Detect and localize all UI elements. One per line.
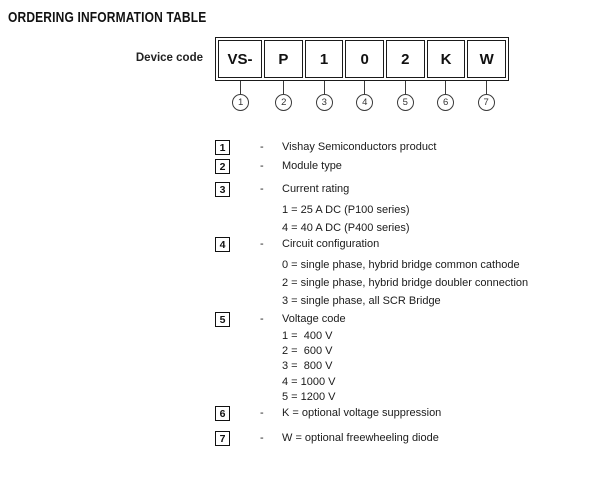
- position-circle-7: 7: [477, 94, 495, 111]
- position-circle-2: 2: [275, 94, 293, 111]
- legend-subline: 4 = 40 A DC (P400 series): [282, 222, 410, 234]
- device-code-cell-4: 0: [345, 40, 385, 78]
- position-marker-3: 3: [305, 81, 343, 111]
- connector-line: [364, 81, 366, 94]
- legend-sublines: 1 = 400 V 2 = 600 V 3 = 800 V 4 = 1000 V 5 =…: [282, 329, 336, 405]
- page-title: ORDERING INFORMATION TABLE: [8, 9, 207, 26]
- device-code-cell-7: W: [467, 40, 507, 78]
- device-code-cell-1: VS-: [218, 40, 262, 78]
- legend-num-box-1: 1: [215, 140, 230, 155]
- legend-subline: 0 = single phase, hybrid bridge common c…: [282, 259, 520, 271]
- position-circle-6: 6: [437, 94, 455, 111]
- connector-line: [404, 81, 406, 94]
- legend-text: Module type: [282, 160, 342, 172]
- legend-dash: -: [260, 183, 264, 195]
- connector-line: [445, 81, 447, 94]
- position-marker-1: 1: [219, 81, 263, 111]
- connector-line: [239, 81, 242, 94]
- legend-num-box-4: 4: [215, 237, 230, 252]
- position-marker-6: 6: [426, 81, 464, 111]
- legend-dash: -: [260, 407, 264, 419]
- position-marker-4: 4: [346, 81, 384, 111]
- legend-num-box-7: 7: [215, 431, 230, 446]
- legend-subline: 2 = 600 V: [282, 345, 333, 358]
- legend-num-box-5: 5: [215, 312, 230, 327]
- legend-num-box-2: 2: [215, 159, 230, 174]
- legend-dash: -: [260, 432, 264, 444]
- legend-num-box-6: 6: [215, 406, 230, 421]
- legend-dash: -: [260, 141, 264, 153]
- position-marker-2: 2: [265, 81, 303, 111]
- legend-text: Current rating: [282, 183, 350, 195]
- connector-line: [283, 81, 285, 94]
- legend-sublines: 0 = single phase, hybrid bridge common c…: [282, 256, 528, 310]
- device-code-cell-3: 1: [304, 40, 344, 78]
- legend-dash: -: [260, 238, 264, 250]
- legend-text: Circuit configuration: [282, 238, 380, 250]
- position-marker-7: 7: [467, 81, 505, 111]
- device-code-label: Device code: [135, 52, 203, 64]
- legend-subline: 4 = 1000 V: [282, 375, 336, 388]
- legend-sublines: 1 = 25 A DC (P100 series) 4 = 40 A DC (P4…: [282, 201, 409, 237]
- device-code-cell-6: K: [426, 40, 466, 78]
- legend-dash: -: [260, 160, 264, 172]
- position-circle-3: 3: [315, 94, 333, 111]
- legend-subline: 5 = 1200 V: [282, 390, 336, 403]
- connector-line: [485, 81, 487, 94]
- position-circle-4: 4: [356, 94, 374, 111]
- connector-line: [323, 81, 325, 94]
- position-markers-row: 1 2 3 4 5 6 7: [219, 81, 506, 111]
- legend: 1 - Vishay Semiconductors product 2 - Module …: [215, 0, 613, 483]
- legend-num-box-3: 3: [215, 182, 230, 197]
- legend-text: Vishay Semiconductors product: [282, 141, 437, 153]
- device-code-cell-5: 2: [386, 40, 425, 78]
- device-code-cell-2: P: [264, 40, 303, 78]
- position-circle-5: 5: [396, 94, 414, 111]
- legend-text: Voltage code: [282, 313, 346, 325]
- position-marker-5: 5: [386, 81, 424, 111]
- legend-subline: 2 = single phase, hybrid bridge doubler …: [282, 277, 529, 289]
- legend-subline: 1 = 25 A DC (P100 series): [282, 204, 410, 216]
- legend-text: W = optional freewheeling diode: [282, 432, 439, 444]
- legend-subline: 3 = single phase, all SCR Bridge: [282, 295, 441, 307]
- legend-dash: -: [260, 313, 264, 325]
- legend-subline: 1 = 400 V: [282, 330, 333, 342]
- position-circle-1: 1: [232, 94, 250, 111]
- legend-text: K = optional voltage suppression: [282, 407, 442, 419]
- legend-subline: 3 = 800 V: [282, 360, 333, 373]
